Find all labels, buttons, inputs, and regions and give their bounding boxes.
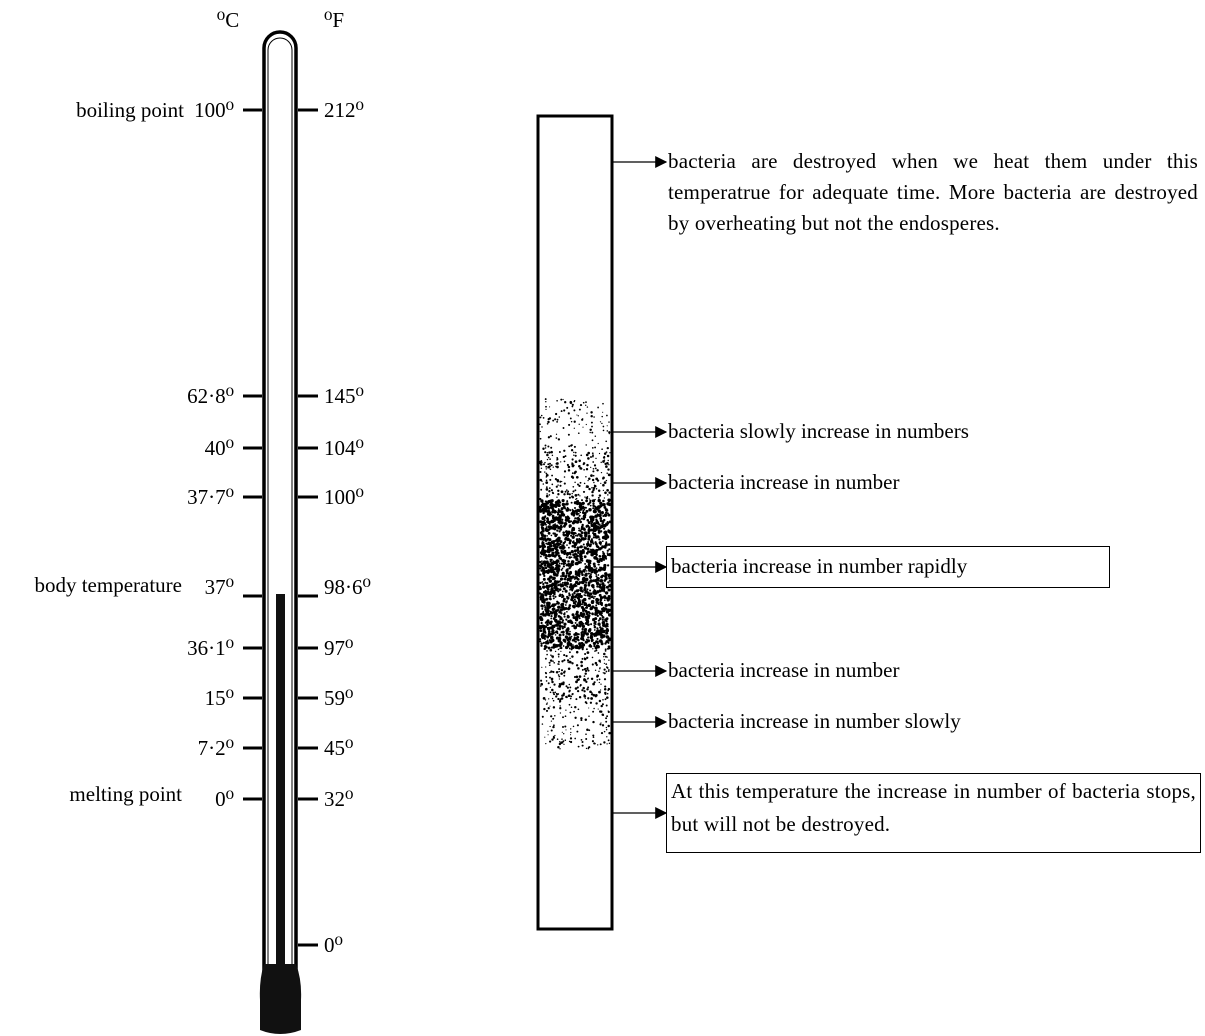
fahrenheit-label: 32⁰ [324,787,353,811]
annotation-stops: At this temperature the increase in numb… [666,773,1201,853]
fahrenheit-label: 212⁰ [324,98,364,122]
celsius-label: 62·8⁰ [187,384,234,408]
thermometer-tube [262,30,298,977]
celsius-label: 37·7⁰ [187,485,234,509]
fahrenheit-label: 0⁰ [324,933,343,957]
annotation-destroyed: bacteria are destroyed when we heat them… [668,149,1198,235]
fahrenheit-unit-label: ⁰F [324,8,344,32]
fahrenheit-label: 145⁰ [324,384,364,408]
annotation-increase-upper: bacteria increase in number [668,470,900,494]
bacteria-bar-outline [536,114,614,931]
fahrenheit-label: 59⁰ [324,686,353,710]
celsius-label: 0⁰ [215,787,234,811]
annotation-increase-lower: bacteria increase in number [668,658,900,682]
celsius-label: 100⁰ [194,98,234,122]
body-temperature-label: body temperature [34,573,182,597]
thermometer-tube-inner [267,37,293,973]
celsius-ticks [243,108,262,801]
stipple-zone-2 [538,450,611,501]
stipple-zone-5 [541,699,611,750]
celsius-label: 7·2⁰ [198,736,234,760]
fahrenheit-label: 100⁰ [324,485,364,509]
celsius-label: 40⁰ [205,436,234,460]
thermometer-bulb [259,964,302,1034]
celsius-label: 15⁰ [205,686,234,710]
stipple-zone-1 [539,398,611,452]
fahrenheit-ticks [298,108,318,947]
fahrenheit-label: 97⁰ [324,636,353,660]
bacteria-bar [536,114,614,931]
stipple-zone-4 [539,646,611,701]
stipple-zones [538,398,612,750]
celsius-unit-label: ⁰C [217,8,239,32]
thermometer: ⁰C ⁰F [34,8,371,1034]
celsius-label: 36·1⁰ [187,636,234,660]
celsius-label: 37⁰ [205,575,234,599]
fahrenheit-label: 45⁰ [324,736,353,760]
boiling-point-label: boiling point [76,98,184,122]
annotation-rapid-increase: bacteria increase in number rapidly [666,546,1110,588]
fahrenheit-label: 98·6⁰ [324,575,371,599]
annotation-slow-increase-bottom: bacteria increase in number slowly [668,709,961,733]
stipple-zone-3 [538,498,612,650]
mercury-column [276,594,285,974]
annotation-slow-increase-top: bacteria slowly increase in numbers [668,419,969,443]
fahrenheit-label: 104⁰ [324,436,364,460]
annotation-arrows [612,156,668,819]
melting-point-label: melting point [69,782,182,806]
